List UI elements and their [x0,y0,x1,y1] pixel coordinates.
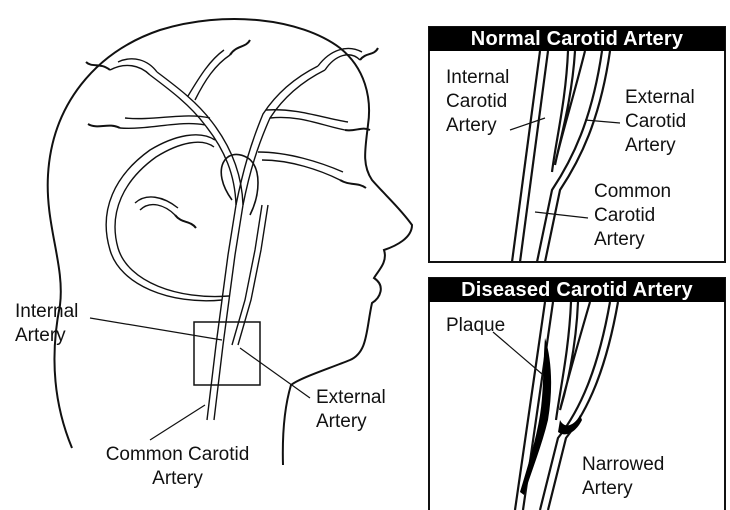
label-line: Artery [90,467,265,491]
label-line: Artery [625,134,695,158]
plaque-label: Plaque [446,314,505,338]
label-line: Artery [316,410,386,434]
label-line: Artery [15,324,78,348]
label-line: External [316,386,386,410]
label-line: Internal [446,66,509,90]
head-artery-tree [106,48,362,420]
label-line: Artery [594,228,671,252]
label-line: Common Carotid [90,443,265,467]
label-line: Artery [446,114,509,138]
label-line: Carotid [446,90,509,114]
label-line: Internal [15,300,78,324]
plaque-deposit-branch [558,415,582,434]
diseased-leader-lines [493,332,542,374]
head-external-artery-label: External Artery [316,386,386,434]
normal-common-label: Common Carotid Artery [594,180,671,252]
diseased-panel-title: Diseased Carotid Artery [429,278,725,302]
label-line: Common [594,180,671,204]
label-line: Carotid [625,110,695,134]
head-internal-artery-label: Internal Artery [15,300,78,348]
label-line: Artery [582,477,664,501]
normal-internal-label: Internal Carotid Artery [446,66,509,138]
normal-panel-title: Normal Carotid Artery [429,27,725,51]
head-leader-lines [90,318,310,440]
normal-external-label: External Carotid Artery [625,86,695,158]
narrowed-artery-label: Narrowed Artery [582,453,664,501]
label-line: External [625,86,695,110]
label-line: Carotid [594,204,671,228]
label-line: Narrowed [582,453,664,477]
head-common-carotid-label: Common Carotid Artery [90,443,265,491]
zoom-box [194,322,260,385]
ear [221,154,258,215]
